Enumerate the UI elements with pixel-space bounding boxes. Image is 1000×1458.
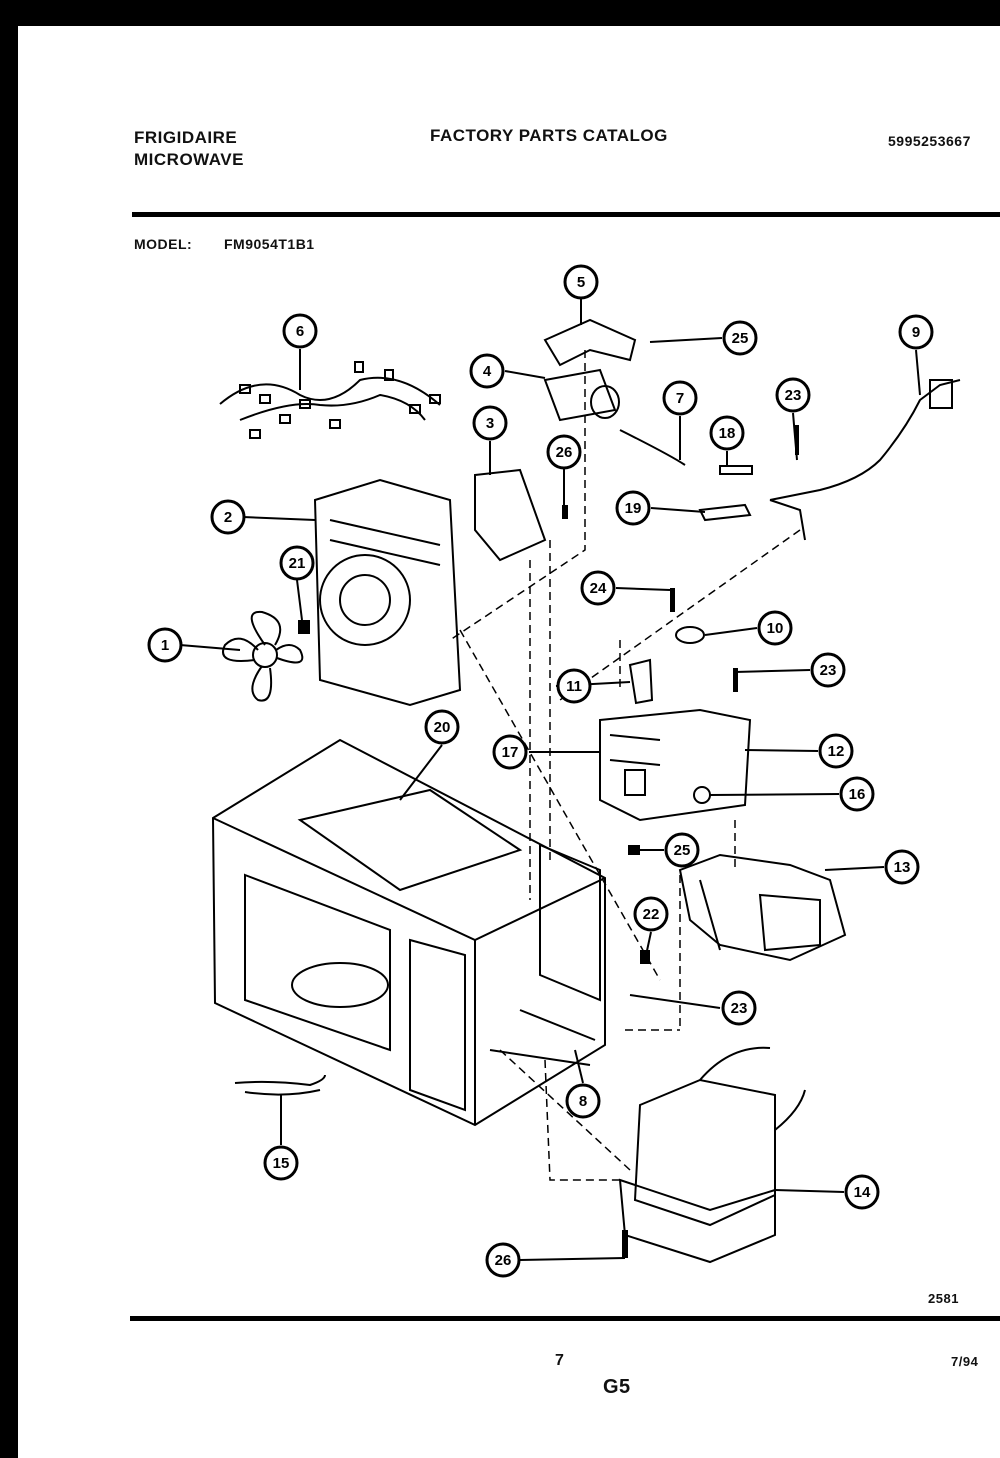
part-callout-label: 7 [676,390,684,407]
fan-blade-part [222,610,304,702]
part-callout-label: 4 [483,363,492,380]
part-callout-9: 9 [898,314,934,350]
capacitor-bracket-part [543,318,637,367]
transformer-part [633,1078,776,1227]
part-callout-14: 14 [844,1174,880,1210]
part-callout-1: 1 [147,627,183,663]
part-callout-16: 16 [839,776,875,812]
harness-part [234,1074,326,1096]
part-callout-label: 24 [590,580,607,597]
part-callout-12: 12 [818,733,854,769]
part-callout-label: 15 [273,1155,290,1172]
part-callout-25: 25 [722,320,758,356]
part-callout-26: 26 [485,1242,521,1278]
part-callout-label: 2 [224,509,232,526]
part-callout-label: 26 [556,444,573,461]
page-number: 7 [555,1352,565,1369]
part-callout-label: 26 [495,1252,512,1269]
part-callout-26: 26 [546,434,582,470]
part-callout-label: 23 [820,662,837,679]
catalog-title: FACTORY PARTS CATALOG [430,126,668,145]
fan-bracket-part [313,478,462,707]
power-cord-part [769,379,961,501]
magnetron-part [678,853,847,962]
part-callout-18: 18 [709,415,745,451]
part-callout-10: 10 [757,610,793,646]
part-callout-13: 13 [884,849,920,885]
product-type: MICROWAVE [134,150,244,169]
brand-name: FRIGIDAIRE [134,128,238,147]
catalog-date: 7/94 [951,1354,979,1369]
part-callout-22: 22 [633,896,669,932]
part-callout-19: 19 [615,490,651,526]
part-callout-7: 7 [662,380,698,416]
part-callout-label: 16 [849,786,866,803]
part-callout-label: 21 [289,555,306,572]
part-callout-5: 5 [563,264,599,300]
footer-rule [130,1316,1000,1321]
part-callout-label: 13 [894,859,911,876]
part-callout-2: 2 [210,499,246,535]
catalog-page: FRIGIDAIRE MICROWAVE FACTORY PARTS CATAL… [18,26,1000,1458]
thermostat-part [675,626,705,644]
part-callout-label: 10 [767,620,784,637]
exploded-parts-diagram: 1234567891011121314151617181920212223232… [147,264,961,1278]
part-callout-label: 3 [486,415,494,432]
part-callout-label: 22 [643,906,660,923]
part-callout-25: 25 [664,832,700,868]
control-panel-part [599,708,752,822]
catalog-part-number: 5995253667 [888,133,971,149]
part-callout-label: 25 [732,330,749,347]
wire-harness-part [219,361,441,439]
part-callout-21: 21 [279,545,315,581]
model-number: FM9054T1B1 [224,236,315,252]
part-callout-label: 17 [502,744,519,761]
part-callout-label: 14 [854,1184,871,1201]
switch-part [474,468,547,562]
part-callout-24: 24 [580,570,616,606]
part-callout-label: 25 [674,842,691,859]
part-callout-15: 15 [263,1145,299,1181]
fuse-part [719,465,753,475]
part-callout-label: 8 [579,1093,587,1110]
part-callout-17: 17 [492,734,528,770]
part-callout-6: 6 [282,313,318,349]
part-callout-label: 12 [828,743,845,760]
part-callout-label: 23 [785,387,802,404]
oven-cavity-part [211,738,606,1127]
model-label: MODEL: [134,236,193,252]
fuse-holder-part [698,503,752,522]
part-callout-23: 23 [810,652,846,688]
part-callout-label: 9 [912,324,920,341]
part-callout-4: 4 [469,353,505,389]
section-code: G5 [603,1376,631,1398]
part-callout-3: 3 [472,405,508,441]
part-callout-label: 18 [719,425,736,442]
part-callout-20: 20 [424,709,460,745]
figure-number: 2581 [928,1291,959,1306]
part-callout-8: 8 [565,1083,601,1119]
part-callout-label: 5 [577,274,585,291]
part-callout-label: 6 [296,323,304,340]
part-callout-11: 11 [556,668,592,704]
header-rule [132,212,1000,217]
part-callout-label: 11 [566,678,582,695]
part-callout-label: 23 [731,1000,748,1017]
part-callout-label: 20 [434,719,451,736]
part-callout-23: 23 [775,377,811,413]
lamp-part [628,658,654,705]
capacitor-part [543,368,617,422]
part-callout-label: 19 [625,500,642,517]
part-callout-label: 1 [161,637,169,654]
part-callout-23: 23 [721,990,757,1026]
